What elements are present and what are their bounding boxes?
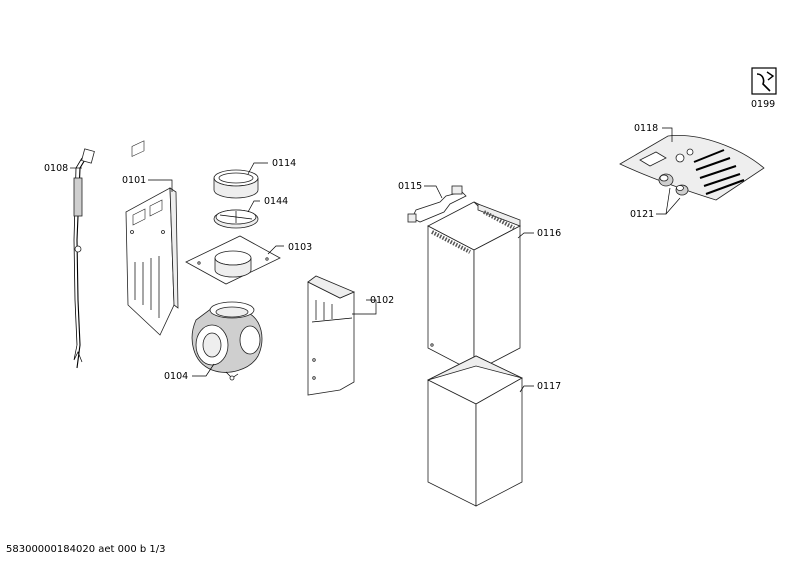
part-0118-accessory-bag[interactable] — [619, 134, 765, 201]
part-0199-manual-icon[interactable] — [751, 67, 777, 95]
label-0104: 0104 — [164, 371, 188, 382]
part-0116-upper-chimney[interactable] — [427, 201, 521, 373]
drawing-footer: 58300000184020 aet 000 b 1/3 — [6, 544, 166, 555]
label-0114: 0114 — [272, 158, 296, 169]
part-0104-blower-motor[interactable] — [191, 301, 263, 381]
leader-lines — [70, 127, 681, 393]
label-0118: 0118 — [634, 123, 658, 134]
part-0101-back-panel[interactable] — [125, 140, 179, 336]
label-0199: 0199 — [751, 99, 775, 110]
part-0117-lower-chimney[interactable] — [427, 355, 523, 507]
label-0121: 0121 — [630, 209, 654, 220]
part-0144-flap-disc[interactable] — [213, 209, 259, 229]
label-0108: 0108 — [44, 163, 68, 174]
part-0103-adapter-plate[interactable] — [185, 235, 281, 285]
part-0108-power-cable[interactable] — [73, 148, 95, 369]
part-0121-knobs[interactable] — [658, 173, 689, 196]
label-0144: 0144 — [264, 196, 288, 207]
label-0103: 0103 — [288, 242, 312, 253]
label-0102: 0102 — [370, 295, 394, 306]
part-0115-bracket[interactable] — [407, 185, 467, 223]
label-0101: 0101 — [122, 175, 146, 186]
label-0116: 0116 — [537, 228, 561, 239]
label-0117: 0117 — [537, 381, 561, 392]
part-0114-duct-ring[interactable] — [213, 169, 259, 199]
label-0115: 0115 — [398, 181, 422, 192]
part-0102-side-panel[interactable] — [307, 275, 356, 396]
